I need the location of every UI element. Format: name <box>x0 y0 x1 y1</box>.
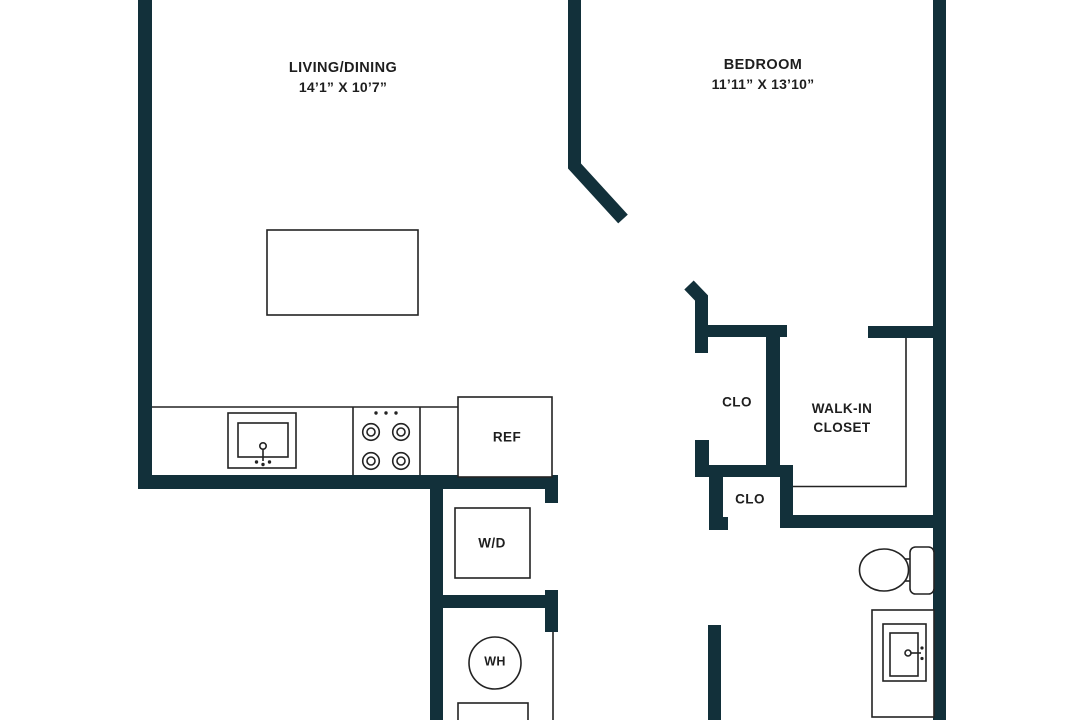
wall-bedroom-divider <box>568 0 628 224</box>
wh-closet-shelf <box>457 702 529 720</box>
wall-kitchen-return <box>545 475 558 503</box>
wall-corridor-left <box>430 487 443 720</box>
wall-clo-right <box>766 337 780 467</box>
dining-table <box>266 229 419 316</box>
wall-walkin-top <box>868 326 946 338</box>
wall-clo-bottom <box>695 465 793 477</box>
walls <box>138 0 946 720</box>
fixtures <box>152 229 935 720</box>
wall-clo2-right <box>780 465 793 528</box>
kitchen-sink-icon <box>227 412 297 469</box>
vanity-sink-icon <box>871 609 935 718</box>
wall-closet-jamb <box>684 280 708 353</box>
wall-clo2-left <box>709 477 723 530</box>
toilet-icon <box>858 546 935 595</box>
stove-icon <box>361 411 411 471</box>
wall-wd-return <box>545 590 558 632</box>
wall-bathroom-top <box>780 515 946 528</box>
walkin-closet-line <box>793 338 907 488</box>
wall-wd-bottom <box>443 595 548 608</box>
water-heater-icon <box>468 636 522 690</box>
wall-right-outer <box>933 0 946 720</box>
refrigerator-icon <box>457 396 553 478</box>
wall-left-outer <box>138 0 152 489</box>
kitchen-counter-icon <box>152 406 458 475</box>
wall-clo-top <box>695 325 787 337</box>
washer-dryer-icon <box>454 507 531 579</box>
wall-kitchen-bottom <box>138 475 558 489</box>
wall-hall-lower <box>708 625 721 720</box>
wall-clo2-bottom-stub <box>709 517 728 530</box>
